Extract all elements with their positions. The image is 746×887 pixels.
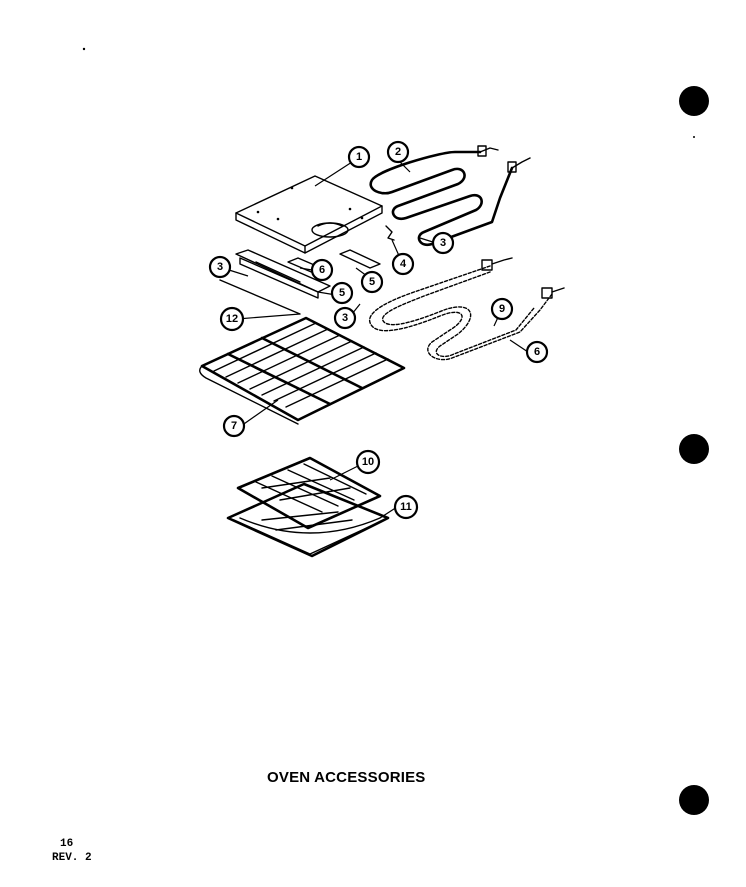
- binder-hole-middle: [679, 434, 709, 464]
- callout-11: 11: [393, 494, 419, 520]
- broil-pan: [226, 482, 390, 558]
- callout-label: 1: [356, 151, 362, 163]
- callout-label: 6: [534, 346, 540, 358]
- callout-6: 6: [310, 258, 334, 282]
- speck: [693, 136, 695, 138]
- callout-label: 5: [339, 287, 345, 299]
- speck: [82, 47, 86, 51]
- callout-label: 12: [226, 313, 238, 325]
- page-number: 16: [60, 838, 74, 850]
- callout-label: 2: [395, 146, 401, 158]
- callout-12: 12: [219, 306, 245, 332]
- top-plate: [235, 175, 383, 254]
- diagram-title: OVEN ACCESSORIES: [267, 769, 426, 786]
- callout-3: 3: [431, 231, 455, 255]
- callout-label: 5: [369, 276, 375, 288]
- callout-3: 3: [208, 255, 232, 279]
- callout-label: 9: [499, 303, 505, 315]
- broil-pan-insert: [236, 456, 382, 530]
- callout-3: 3: [333, 306, 357, 330]
- callout-label: 11: [400, 501, 412, 513]
- callout-label: 4: [400, 258, 407, 270]
- callout-label: 3: [342, 312, 348, 324]
- broil-element: [369, 145, 531, 247]
- callout-4: 4: [391, 252, 415, 276]
- revision-label: REV. 2: [52, 852, 92, 864]
- leader-lines: [228, 159, 529, 519]
- callout-9: 9: [490, 297, 514, 321]
- callout-5: 5: [360, 270, 384, 294]
- callout-6: 6: [525, 340, 549, 364]
- callout-1: 1: [347, 145, 371, 169]
- binder-hole-top: [679, 86, 709, 116]
- callout-10: 10: [355, 449, 381, 475]
- callout-2: 2: [386, 140, 410, 164]
- callout-label: 3: [217, 261, 223, 273]
- callout-5: 5: [330, 281, 354, 305]
- rack-support-brackets: [219, 249, 381, 315]
- callout-label: 3: [440, 237, 446, 249]
- callout-label: 7: [231, 420, 237, 432]
- binder-hole-bottom: [679, 785, 709, 815]
- bake-element: [369, 257, 565, 361]
- oven-rack: [199, 316, 406, 425]
- element-clip: [385, 225, 395, 241]
- callout-label: 10: [362, 456, 374, 468]
- callout-label: 6: [319, 264, 325, 276]
- callout-7: 7: [222, 414, 246, 438]
